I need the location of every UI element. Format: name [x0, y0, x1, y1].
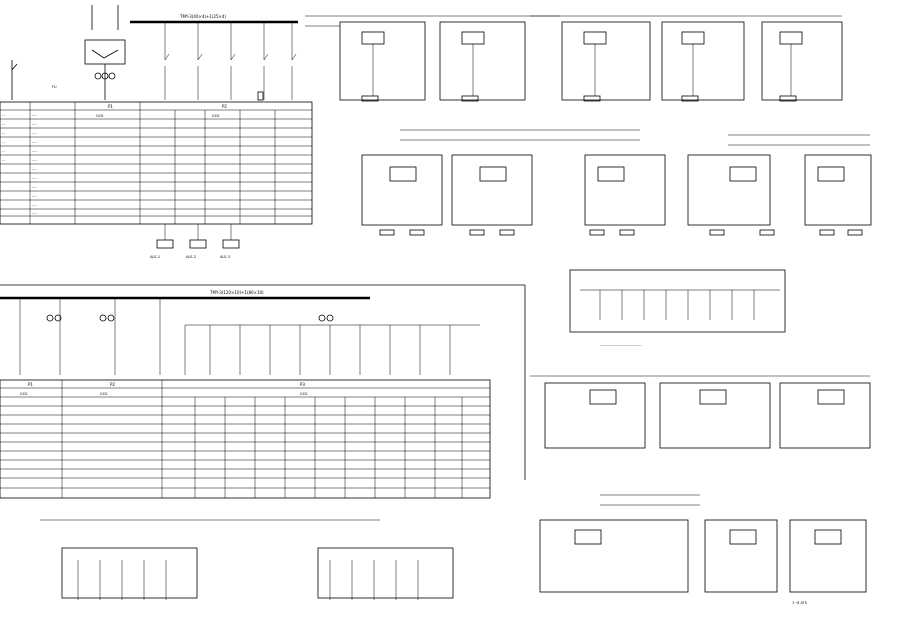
svg-text:-----: -----	[32, 113, 37, 117]
svg-text:---: ---	[2, 158, 5, 162]
svg-text:---: ---	[2, 140, 5, 144]
footnote: 1~8 ATS	[792, 601, 808, 605]
panel-label-2: ALE-2	[186, 255, 196, 259]
svg-text:-----: -----	[32, 176, 37, 180]
mid-cabinet-model-3: GCK	[300, 392, 308, 396]
mid-left-table: P1 P2 P3 GCK GCK GCK	[0, 379, 491, 499]
svg-text:-----: -----	[32, 203, 37, 207]
svg-text:FU: FU	[52, 85, 57, 89]
svg-text:-----: -----	[32, 185, 37, 189]
svg-text:---: ---	[2, 122, 5, 126]
svg-text:---: ---	[2, 149, 5, 153]
top-table-header-1: P1	[108, 104, 113, 109]
svg-text:-----: -----	[32, 194, 37, 198]
mid-cabinet-model-1: GCK	[20, 392, 28, 396]
mid-table-header-1: P1	[28, 382, 33, 387]
bottom-left-panels	[40, 519, 454, 600]
mid-cabinet-model-2: GCK	[100, 392, 108, 396]
mid-table-header-3: P3	[300, 382, 305, 387]
svg-text:-----: -----	[32, 131, 37, 135]
top-left-table: P1 P2 GCK GCK --- --- --- --- --- --- ----- -…	[0, 101, 313, 225]
right-ats-row-3	[530, 375, 871, 449]
top-cabinet-model-2: GCK	[212, 114, 220, 118]
svg-text:------------------------------: ---------------------------------	[600, 343, 642, 347]
svg-text:-----: -----	[32, 158, 37, 162]
panel-label-3: ALE-3	[220, 255, 230, 259]
centre-distribution-block: ---------------------------------	[569, 269, 786, 347]
top-left-incoming-section: TMY-3(40×4)+1(25×4) FU	[11, 5, 298, 101]
svg-text:---: ---	[2, 131, 5, 135]
top-bus-label: TMY-3(40×4)+1(25×4)	[179, 14, 226, 19]
svg-text:-----: -----	[32, 211, 37, 215]
panel-label-1: ALE-1	[150, 255, 160, 259]
mid-bus-label: TMY-3(120×10)+1(80×10)	[209, 290, 264, 295]
top-right-ats-row	[305, 15, 843, 102]
top-left-outputs: ALE-1 ALE-2 ALE-3	[150, 224, 240, 259]
svg-text:-----: -----	[32, 167, 37, 171]
mid-left-section: TMY-3(120×10)+1(80×10)	[0, 284, 526, 480]
mid-right-ats-row	[361, 129, 872, 236]
svg-text:-----: -----	[32, 140, 37, 144]
svg-text:-----: -----	[32, 122, 37, 126]
top-cabinet-model-1: GCK	[96, 114, 104, 118]
mid-table-header-2: P2	[110, 382, 115, 387]
svg-text:-----: -----	[32, 149, 37, 153]
bottom-right-panels: 1~8 ATS	[539, 494, 867, 605]
svg-text:---: ---	[2, 113, 5, 117]
top-table-header-2: P2	[222, 104, 227, 109]
